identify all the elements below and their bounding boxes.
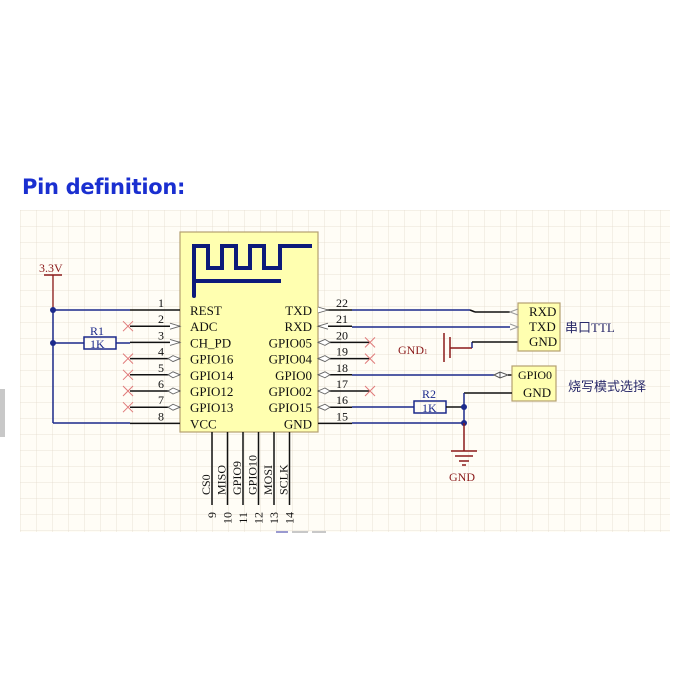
pin-name-bottom: CS0 [199, 474, 213, 495]
pin-name-left: GPIO14 [190, 368, 234, 383]
truncated-text [292, 531, 308, 533]
pin-number: 21 [336, 312, 348, 326]
no-connect-icon [122, 385, 134, 397]
no-connect-icon [122, 320, 134, 332]
serial-connector [517, 302, 561, 352]
vcc-label: 3.3V [39, 261, 63, 275]
bidir-pin-arrow-icon [167, 403, 182, 411]
pin-number: 11 [236, 512, 250, 524]
no-connect-icon [364, 353, 376, 364]
r2-value: 1K [422, 401, 437, 415]
junction [50, 307, 56, 313]
no-connect-icon [364, 385, 376, 397]
no-connect-icon [122, 369, 134, 381]
bidir-pin-arrow-icon [167, 355, 182, 363]
page-title: Pin definition: [22, 175, 186, 199]
pin-number: 20 [336, 328, 348, 342]
pin-name-bottom: GPIO9 [230, 461, 244, 495]
pin-number: 18 [336, 361, 348, 375]
gnd-label: GND [449, 470, 475, 484]
pin-number: 17 [336, 377, 348, 391]
pin-name-left: GPIO16 [190, 352, 234, 367]
serial-rxd-arrow [508, 308, 519, 316]
bidir-pin-arrow-icon [316, 338, 331, 346]
pin-number: 19 [336, 345, 348, 359]
serial-txd-arrow [509, 323, 520, 331]
pin-name-right: GPIO05 [269, 335, 312, 350]
pin-number: 9 [205, 512, 219, 518]
pin-name-left: VCC [190, 416, 217, 431]
no-connect-icon [122, 401, 134, 413]
pin-number: 4 [158, 345, 164, 359]
pin-number: 13 [267, 512, 281, 524]
gpio0-bidir-arrow [492, 371, 510, 379]
junction [50, 340, 56, 346]
input-pin-arrow-icon [316, 322, 329, 330]
pin-number: 12 [252, 512, 266, 524]
input-pin-arrow-icon [169, 322, 182, 330]
antenna-icon [192, 244, 312, 296]
pin-name-left: GPIO13 [190, 400, 233, 415]
pin-number: 3 [158, 328, 164, 342]
chip-body [179, 231, 319, 433]
pin-number: 16 [336, 393, 348, 407]
pin-name-right: GPIO02 [269, 384, 312, 399]
no-connect-icon [122, 353, 134, 364]
flash-mode-connector [511, 365, 557, 402]
pin-name-right: GPIO0 [275, 368, 312, 383]
bidir-pin-arrow-icon [316, 355, 331, 363]
r2-ref: R2 [422, 387, 436, 401]
pin-name-right: GPIO04 [269, 352, 313, 367]
pin-number: 10 [221, 512, 235, 524]
pin-name-left: GPIO12 [190, 384, 233, 399]
pin-name-right: RXD [285, 319, 312, 334]
flash-mode-label: 烧写模式选择 [568, 379, 646, 394]
bidir-pin-arrow-icon [316, 403, 331, 411]
serial-pin-txd: TXD [529, 319, 556, 334]
output-pin-arrow-icon [317, 306, 330, 314]
pin-name-left: CH_PD [190, 335, 231, 350]
serial-pin-gnd: GND [529, 334, 557, 349]
truncated-text [276, 531, 288, 533]
pin-number: 8 [158, 409, 164, 423]
serial-label: 串口TTL [565, 320, 615, 335]
flash-pin-gnd: GND [523, 385, 551, 400]
no-connect-icon [364, 337, 376, 348]
pin-number: 15 [336, 409, 348, 423]
pin-1-marker [192, 294, 196, 298]
r1-value: 1K [90, 337, 105, 351]
wire-txd-b [469, 309, 476, 313]
schematic-canvas [20, 210, 670, 532]
pin-number: 1 [158, 296, 164, 310]
bidir-pin-arrow-icon [316, 387, 331, 395]
flash-pin-gpio0: GPIO0 [518, 368, 552, 382]
pin-name-bottom: GPIO10 [246, 455, 260, 495]
bidir-pin-arrow-icon [167, 387, 182, 395]
pin-number: 2 [158, 312, 164, 326]
pin-name-left: REST [190, 303, 222, 318]
pin-name-right: GPIO15 [269, 400, 312, 415]
pin-name-left: ADC [190, 319, 217, 334]
pin-name-bottom: MISO [215, 465, 229, 495]
truncated-text [312, 531, 326, 533]
scrollbar[interactable] [0, 389, 5, 437]
bidir-pin-arrow-icon [167, 371, 182, 379]
pin-number: 7 [158, 393, 164, 407]
pin-name-bottom: SCLK [277, 464, 291, 495]
gnd1-label: GND1 [398, 343, 428, 357]
pin-number: 14 [283, 512, 297, 524]
serial-pin-rxd: RXD [529, 304, 556, 319]
r1-ref: R1 [90, 324, 104, 338]
bidir-pin-arrow-icon [316, 371, 331, 379]
pin-number: 5 [158, 361, 164, 375]
pin-number: 22 [336, 296, 348, 310]
input-pin-arrow-icon [169, 338, 182, 346]
resistor-r1 [83, 336, 117, 350]
pin-name-bottom: MOSI [261, 465, 275, 495]
pin-name-right: GND [284, 416, 312, 431]
pin-number: 6 [158, 377, 164, 391]
pin-name-right: TXD [285, 303, 312, 318]
junction [461, 404, 467, 410]
